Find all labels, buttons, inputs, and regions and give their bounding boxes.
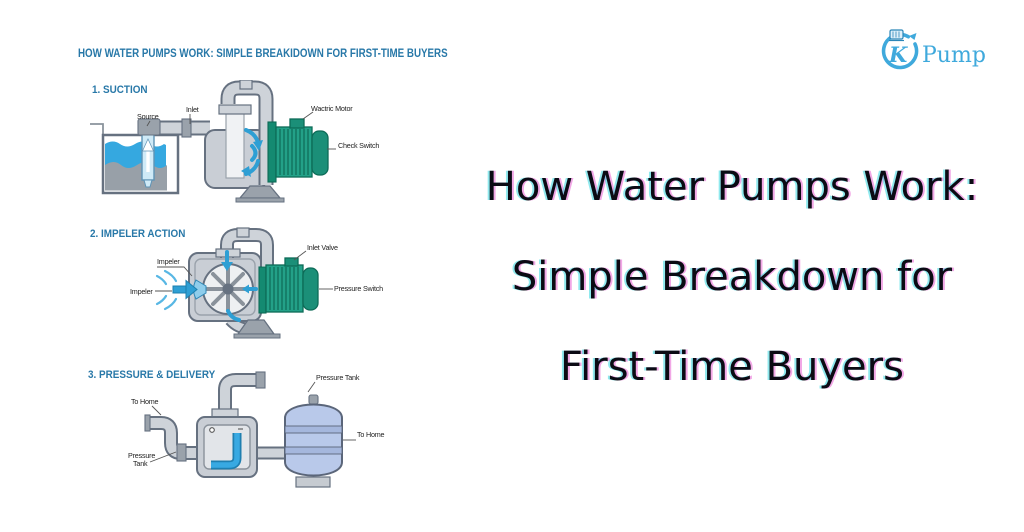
logo-monogram: K: [888, 42, 908, 67]
section-heading-suction: 1. SUCTION: [92, 84, 148, 96]
label-source: Source: [137, 112, 159, 121]
main-title: How Water Pumps Work: Simple Breakdown f…: [452, 142, 1012, 412]
label-impeler-left: Impeler: [130, 287, 153, 296]
diagram3-labels: To Home Pressure Tank Pressure Tank To H…: [128, 373, 385, 468]
label-inlet: Inlet: [186, 105, 199, 114]
label-check-switch: Check Switch: [338, 141, 379, 150]
label-wactric-motor: Wactric Motor: [311, 104, 353, 113]
label-inlet-valve: Inlet Valve: [307, 243, 338, 252]
pump-logo-icon: K: [881, 29, 919, 70]
logo-spout: [909, 33, 917, 40]
diagram-pressure-delivery: To Home Pressure Tank Pressure Tank To H…: [128, 371, 385, 488]
pressure-tank: [284, 394, 343, 488]
label-pressure-tank-top: Pressure Tank: [316, 373, 360, 382]
inlet-flow: [155, 269, 258, 322]
main-title-line-3: First-Time Buyers: [560, 344, 904, 390]
diagram-impeller: Impeler Impeler Inlet Valve Pressure Swi…: [130, 227, 383, 339]
splash-marks: [155, 269, 178, 311]
outlet-elbow-pipe: [144, 414, 200, 462]
electric-motor: [267, 118, 329, 183]
label-pressure-tank-left-2: Tank: [133, 459, 148, 468]
foot-valve: [141, 123, 155, 188]
diagram2-labels: Impeler Impeler Inlet Valve Pressure Swi…: [130, 243, 383, 296]
electric-motor: [258, 257, 319, 314]
label-pressure-tank-left-1: Pressure: [128, 451, 155, 460]
main-title-line-2: Simple Breakdown for: [511, 254, 953, 300]
pump-volute: [188, 252, 281, 339]
top-loop-pipe: [215, 227, 274, 271]
label-to-home-right: To Home: [357, 430, 385, 439]
label-to-home-left: To Home: [131, 397, 159, 406]
logo-pump-glyph: [889, 29, 904, 42]
pump-casing: [204, 80, 285, 203]
label-impeler-top: Impeler: [157, 257, 180, 266]
pump-control-box: [196, 416, 258, 478]
label-pressure-switch: Pressure Switch: [334, 284, 383, 293]
section-heading-impeller: 2. IMPELER ACTION: [90, 228, 186, 240]
infographic-header: HOW WATER PUMPS WORK: SIMPLE BREAKIDOWN …: [78, 48, 448, 60]
diagram1-labels: Source Inlet Wactric Motor Check Switch: [137, 104, 380, 150]
section-heading-pressure: 3. PRESSURE & DELIVERY: [88, 369, 216, 381]
suction-pipe: [137, 118, 210, 138]
main-title-line-1: How Water Pumps Work:: [485, 164, 979, 210]
brand-logo: K Pump: [876, 24, 1016, 76]
discharge-pipe: [211, 371, 266, 418]
diagram-suction: Source Inlet Wactric Motor Check Switch: [90, 80, 380, 203]
brand-name: Pump: [922, 43, 986, 68]
